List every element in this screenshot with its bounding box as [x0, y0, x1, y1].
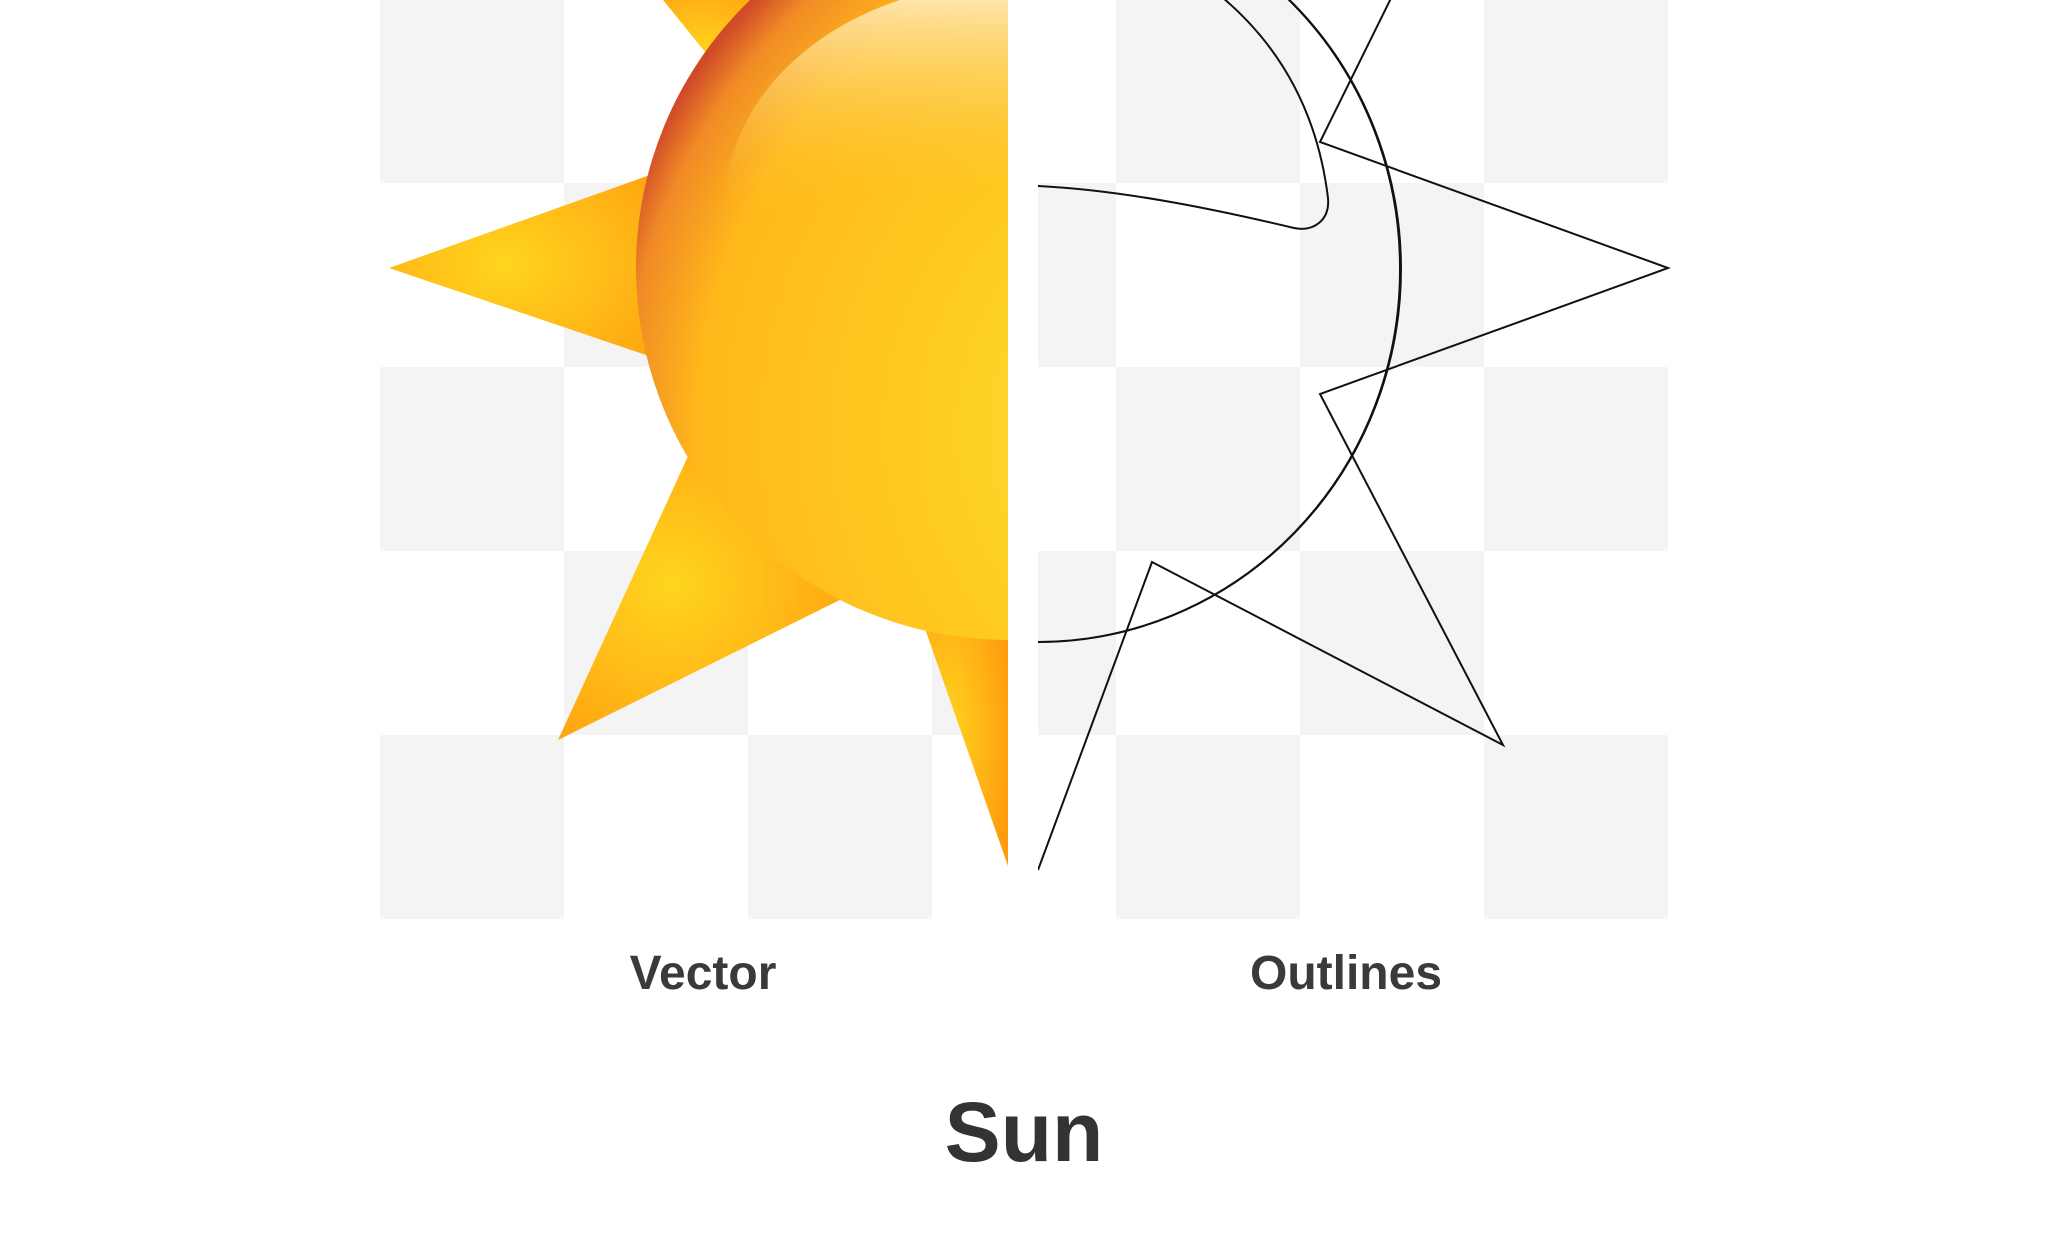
outline-rays [1038, 0, 1671, 871]
sun-gloss [725, 0, 1008, 215]
sun-vector-half [389, 0, 1008, 866]
outlines-label: Outlines [1249, 947, 1443, 1000]
outline-disc [1038, 0, 1402, 643]
sun-ray-lower-left [558, 430, 880, 740]
outline-gloss [1038, 0, 1330, 230]
sun-ray-left [389, 150, 720, 380]
sun-ray-bottom [915, 600, 1008, 866]
sun-outlines-half [1038, 0, 1671, 871]
checkerboard-right [1038, 0, 1668, 919]
vector-label: Vector [629, 947, 777, 1000]
page-title: Sun [944, 1085, 1104, 1179]
